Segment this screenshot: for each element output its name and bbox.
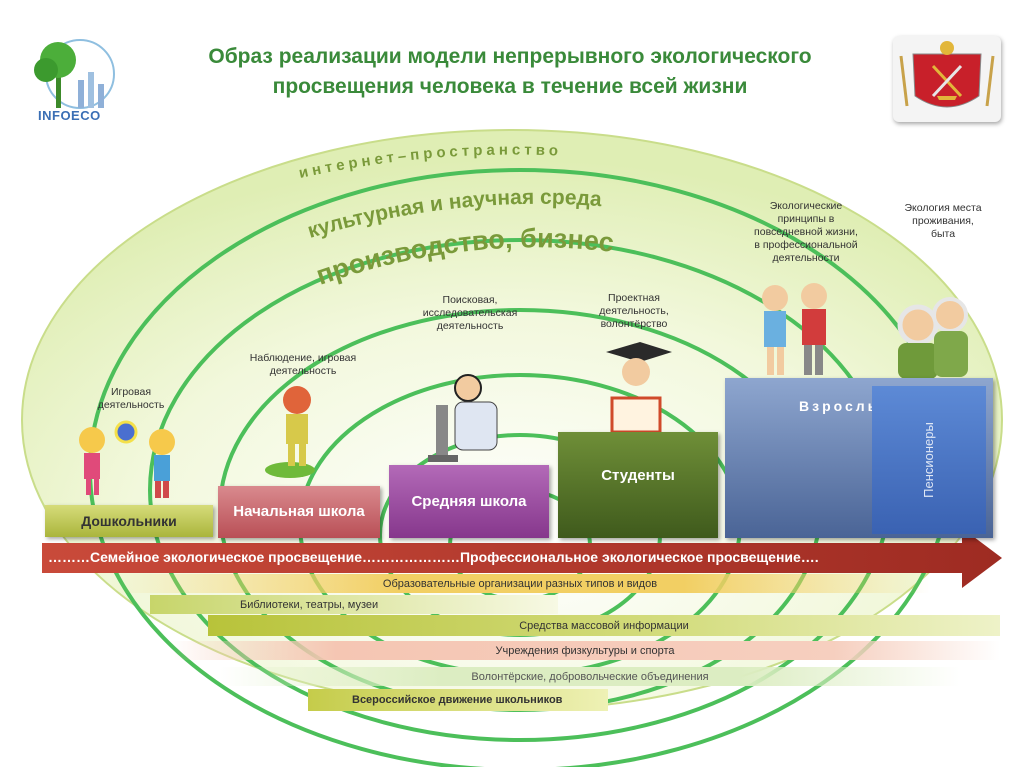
band-schoolchildren: Всероссийское движение школьников bbox=[308, 689, 608, 711]
caption-secondary: Поисковая, исследовательская деятельност… bbox=[400, 294, 540, 333]
coat-of-arms-icon bbox=[899, 41, 995, 108]
caption-preschool-line: деятельность bbox=[97, 399, 165, 411]
caption-adults-line: в профессиональной bbox=[754, 239, 858, 251]
tree-logo-icon bbox=[34, 39, 115, 109]
stage-preschool: Дошкольники bbox=[45, 505, 213, 537]
caption-pensioners-line: проживания, bbox=[912, 215, 974, 227]
secondary-student-figure bbox=[428, 374, 498, 462]
band-edu-orgs: Образовательные организации разных типов… bbox=[110, 574, 930, 593]
stage-pensioners-box: Пенсионеры bbox=[872, 386, 986, 534]
caption-adults-line: принципы в bbox=[777, 213, 835, 225]
band-volunteers: Волонтёрские, добровольческие объединени… bbox=[220, 667, 960, 686]
primary-child-figure bbox=[265, 386, 315, 478]
title-line-2: просвещения человека в течение всей жизн… bbox=[272, 75, 748, 98]
caption-secondary-line: исследовательская bbox=[422, 307, 518, 319]
stage-secondary: Средняя школа bbox=[389, 465, 549, 538]
student-graduate-figure bbox=[606, 342, 672, 434]
adults-couple-figure bbox=[762, 283, 827, 375]
caption-students: Проектная деятельность, волонтёрство bbox=[574, 292, 694, 331]
caption-adults-line: деятельности bbox=[772, 252, 840, 264]
caption-primary-line: Наблюдение, игровая bbox=[249, 352, 357, 364]
caption-students-line: деятельность, bbox=[599, 305, 669, 317]
caption-students-line: волонтёрство bbox=[600, 318, 668, 330]
caption-preschool: Игровая деятельность bbox=[76, 386, 186, 412]
preschool-children-figure bbox=[79, 420, 175, 498]
spb-emblem bbox=[893, 36, 1001, 122]
arrow-label: ………Семейное экологическое просвещение………… bbox=[48, 549, 819, 565]
stage-students: Студенты bbox=[558, 432, 718, 538]
arrow-shape bbox=[42, 528, 1002, 588]
stage-pensioners: Пенсионеры bbox=[920, 422, 936, 498]
caption-students-line: Проектная bbox=[608, 292, 660, 304]
page-title: Образ реализации модели непрерывного эко… bbox=[120, 42, 900, 102]
band-libraries: Библиотеки, театры, музеи bbox=[150, 595, 558, 614]
band-media: Средства массовой информации bbox=[208, 615, 1000, 636]
caption-secondary-line: деятельность bbox=[436, 320, 504, 332]
caption-pensioners: Экология места проживания, быта bbox=[888, 202, 998, 241]
title-line-1: Образ реализации модели непрерывного эко… bbox=[208, 45, 812, 68]
caption-primary-line: деятельность bbox=[269, 365, 337, 377]
caption-adults-line: Экологические bbox=[769, 200, 843, 212]
caption-pensioners-line: Экология места bbox=[904, 202, 982, 214]
pensioners-figure bbox=[897, 297, 968, 379]
band-sport: Учреждения физкультуры и спорта bbox=[170, 641, 1000, 660]
caption-adults: Экологические принципы в повседневной жи… bbox=[740, 200, 872, 265]
caption-adults-line: повседневной жизни, bbox=[754, 226, 858, 238]
caption-secondary-line: Поисковая, bbox=[442, 294, 498, 306]
stage-primary: Начальная школа bbox=[218, 486, 380, 538]
caption-primary: Наблюдение, игровая деятельность bbox=[228, 352, 378, 378]
caption-pensioners-line: быта bbox=[930, 228, 956, 240]
infoeco-label: INFOECO bbox=[38, 108, 101, 123]
caption-preschool-line: Игровая bbox=[110, 386, 152, 398]
infoeco-logo bbox=[18, 32, 118, 127]
